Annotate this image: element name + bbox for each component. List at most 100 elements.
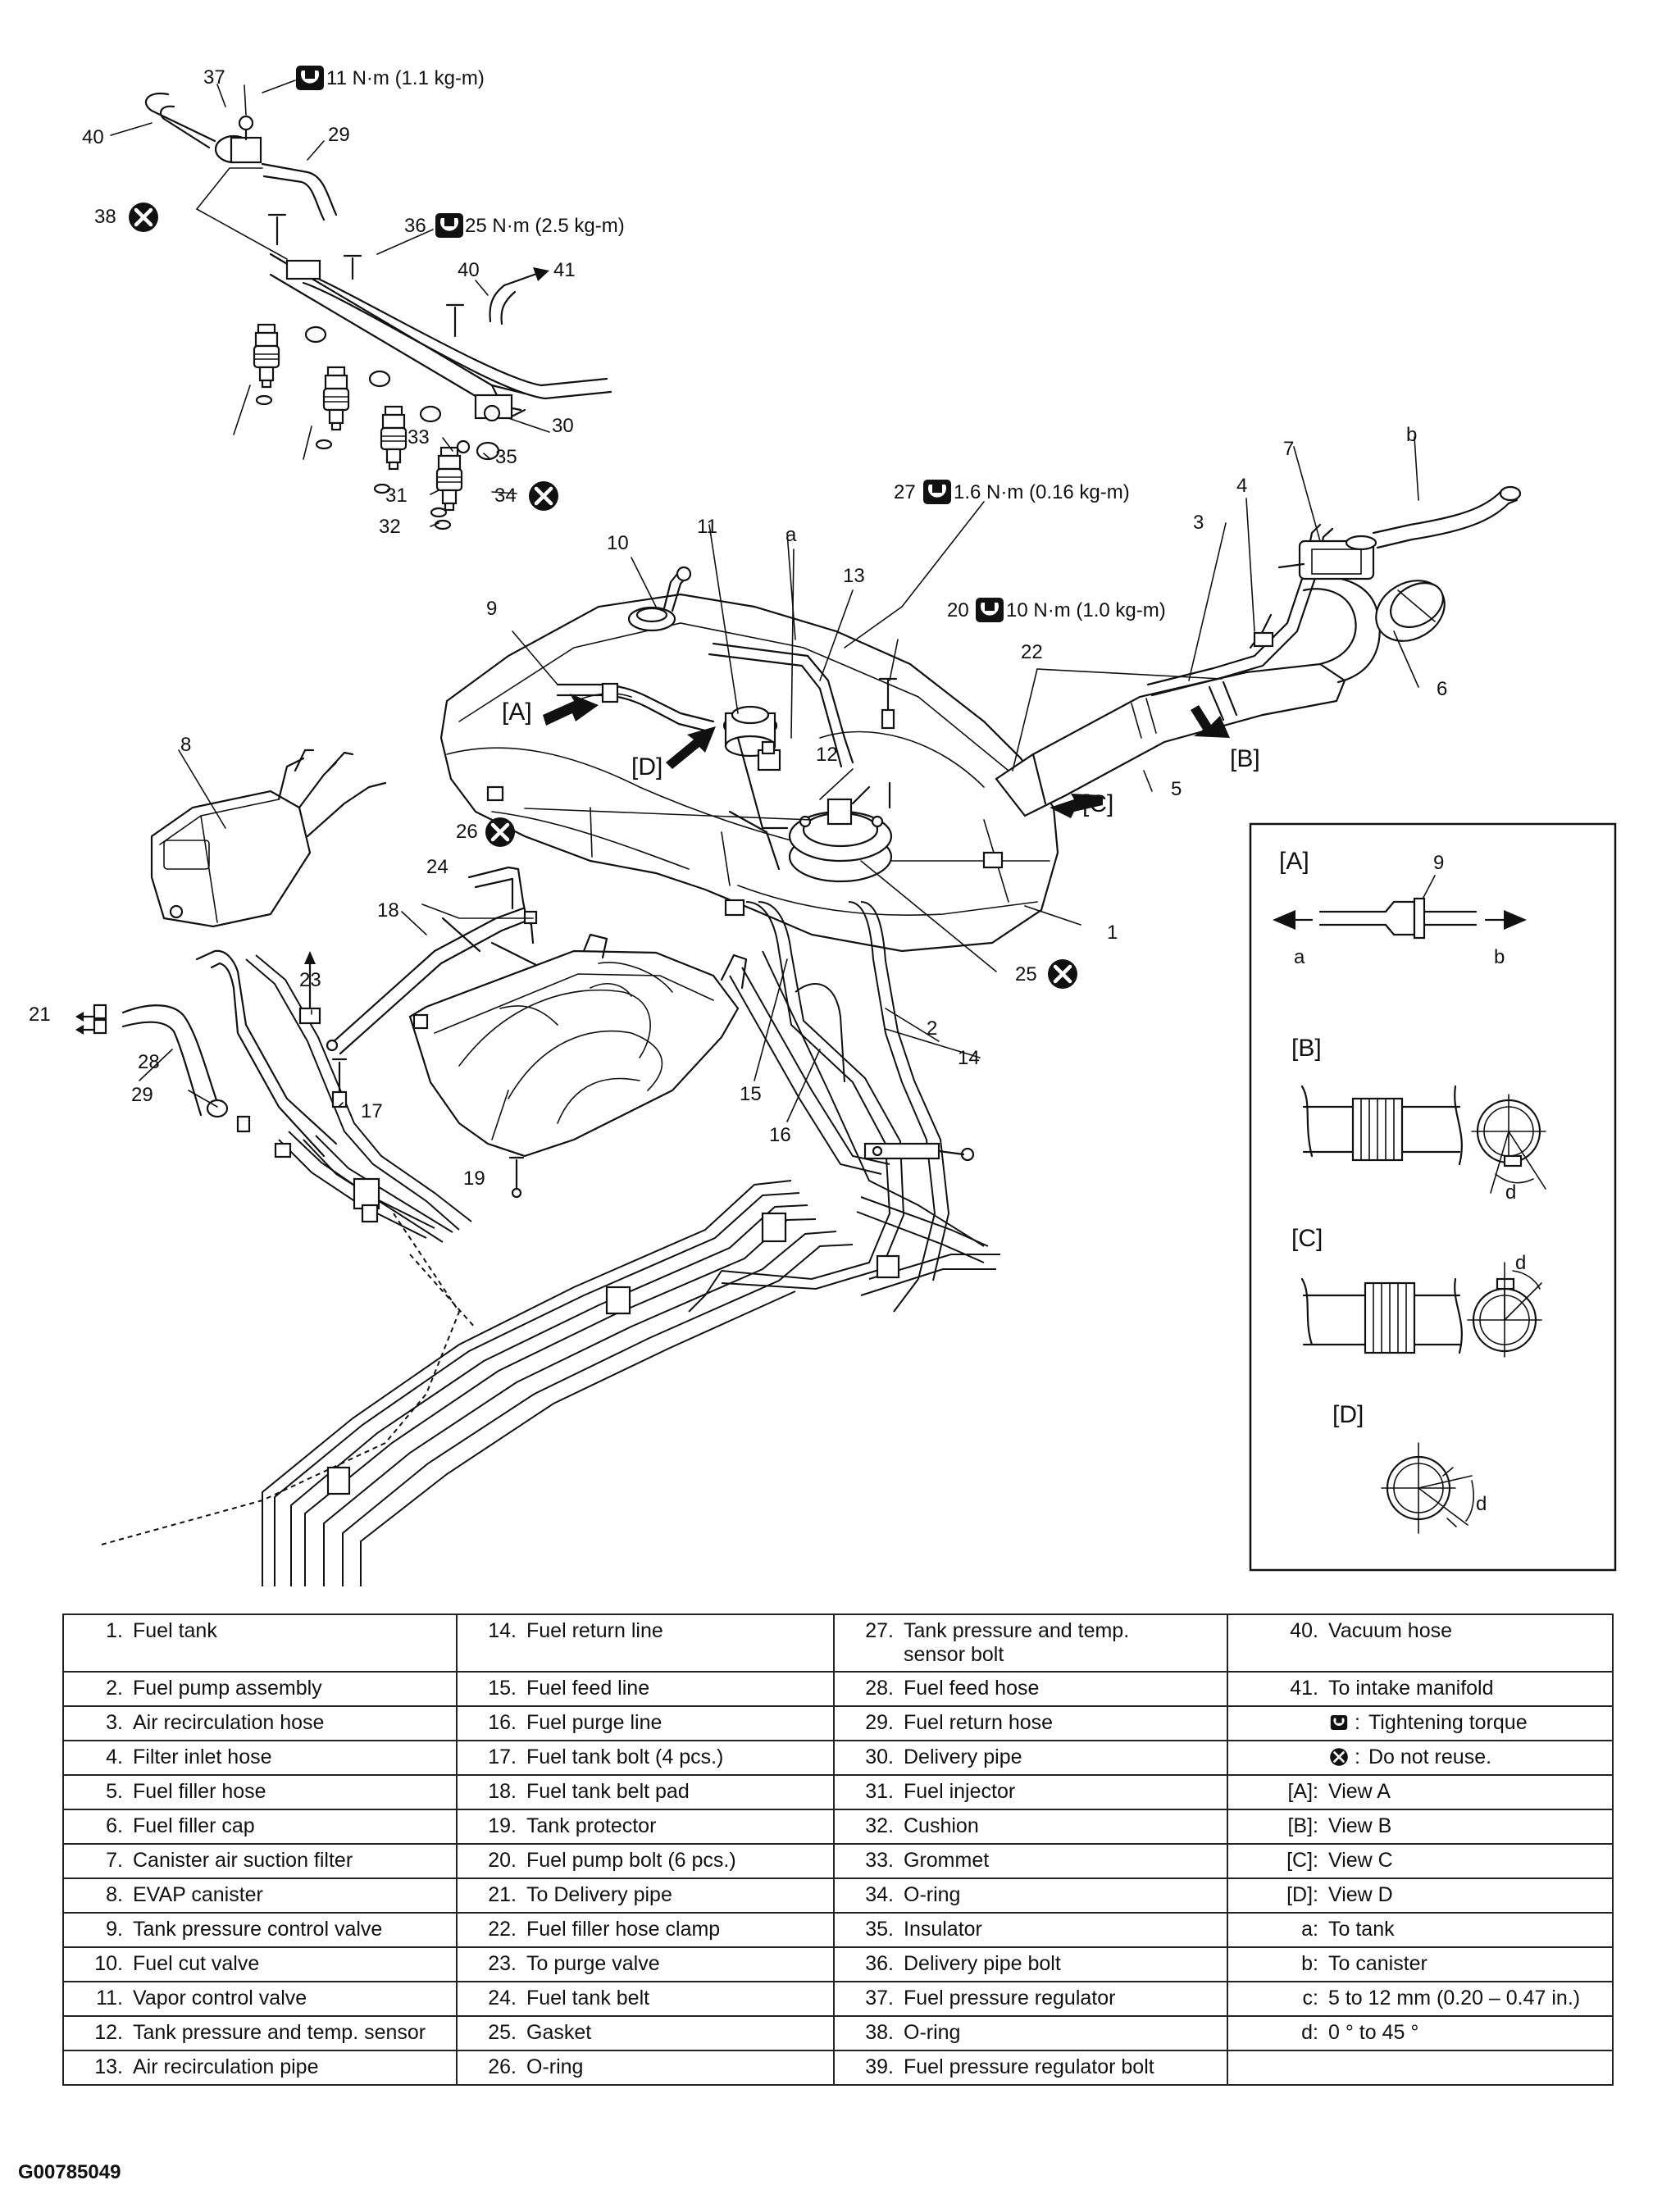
evap-canister bbox=[150, 749, 387, 928]
legend-cell: 28.Fuel feed hose bbox=[833, 1671, 1228, 1707]
fuel-injector-row bbox=[233, 323, 500, 530]
legend-cell: 40.Vacuum hose bbox=[1227, 1613, 1614, 1673]
legend-label: Fuel purge line bbox=[526, 1711, 663, 1734]
fuel-cut-valve bbox=[627, 566, 692, 632]
callout-30: 30 bbox=[552, 415, 574, 437]
legend-number: 25. bbox=[488, 2021, 517, 2044]
legend-label: Vapor control valve bbox=[133, 1987, 307, 2009]
torque-icon bbox=[435, 213, 463, 238]
callout-9: 9 bbox=[486, 598, 497, 620]
callout-35: 35 bbox=[495, 446, 517, 468]
legend-label: Filter inlet hose bbox=[133, 1745, 272, 1768]
legend-cell: 39.Fuel pressure regulator bolt bbox=[833, 2050, 1228, 2086]
legend-label: Tank pressure and temp. sensor bbox=[133, 2021, 426, 2044]
legend-number: 7. bbox=[106, 1849, 123, 1872]
fuel-pump-assembly bbox=[788, 781, 893, 883]
legend-cell: 13.Air recirculation pipe bbox=[62, 2050, 458, 2086]
diagram-code: G00785049 bbox=[18, 2161, 121, 2183]
legend-label: Fuel tank bolt (4 pcs.) bbox=[526, 1745, 724, 1768]
legend-number: d: bbox=[1301, 2021, 1318, 2044]
legend-symbol-colon: : bbox=[1355, 1745, 1360, 1768]
callout-22: 22 bbox=[1021, 641, 1043, 663]
legend-cell: d:0 ° to 45 ° bbox=[1227, 2015, 1614, 2051]
callout-1: 1 bbox=[1107, 922, 1118, 944]
callout-40-vacuum-hose: 40 bbox=[82, 126, 104, 148]
callout-12: 12 bbox=[816, 744, 838, 766]
legend-cell: 7.Canister air suction filter bbox=[62, 1843, 458, 1879]
tank-protector bbox=[408, 933, 748, 1199]
callout-28: 28 bbox=[138, 1051, 160, 1073]
do-not-reuse-icon bbox=[129, 203, 158, 232]
tank-pressure-control-valve bbox=[556, 682, 715, 734]
legend-number: 31. bbox=[865, 1780, 894, 1803]
legend-cell: 10.Fuel cut valve bbox=[62, 1946, 458, 1982]
legend-label: Fuel pressure regulator bbox=[904, 1987, 1116, 2009]
legend-label: Air recirculation pipe bbox=[133, 2055, 319, 2078]
legend-number: 37. bbox=[865, 1987, 894, 2009]
torque-spec-36: 25 N·m (2.5 kg-m) bbox=[465, 215, 625, 237]
torque-icon bbox=[296, 66, 324, 90]
legend-cell: 30.Delivery pipe bbox=[833, 1740, 1228, 1776]
callout-view-d: [D] bbox=[631, 753, 663, 781]
legend-label: Tank protector bbox=[526, 1814, 657, 1837]
do-not-reuse-icon bbox=[529, 481, 558, 511]
legend-cell: 14.Fuel return line bbox=[456, 1613, 835, 1673]
do-not-reuse-icon bbox=[1048, 959, 1077, 989]
callout-31: 31 bbox=[385, 485, 408, 507]
legend-label: Insulator bbox=[904, 1918, 982, 1941]
callout-21: 21 bbox=[29, 1004, 51, 1026]
legend-cell: 38.O-ring bbox=[833, 2015, 1228, 2051]
fuel-pressure-regulator bbox=[214, 115, 262, 164]
legend-number: 15. bbox=[488, 1677, 517, 1700]
legend-cell: 3.Air recirculation hose bbox=[62, 1705, 458, 1741]
legend-label: Air recirculation hose bbox=[133, 1711, 325, 1734]
legend-cell: [A]:View A bbox=[1227, 1774, 1614, 1810]
legend-label: To tank bbox=[1328, 1918, 1395, 1941]
legend-number: 41. bbox=[1290, 1677, 1318, 1700]
legend-cell: 8.EVAP canister bbox=[62, 1877, 458, 1914]
legend-label: Fuel filler hose clamp bbox=[526, 1918, 721, 1941]
legend-label: Grommet bbox=[904, 1849, 990, 1872]
legend-number: 29. bbox=[865, 1711, 894, 1734]
callout-5: 5 bbox=[1171, 778, 1182, 800]
legend-number: 5. bbox=[106, 1780, 123, 1803]
legend-number: 1. bbox=[106, 1619, 123, 1642]
legend-label: View D bbox=[1328, 1883, 1393, 1906]
callout-17: 17 bbox=[361, 1100, 383, 1122]
legend-cell: [D]:View D bbox=[1227, 1877, 1614, 1914]
callout-38: 38 bbox=[94, 206, 116, 228]
legend-label: Fuel pressure regulator bolt bbox=[904, 2055, 1154, 2078]
callout-41: 41 bbox=[553, 259, 576, 281]
fuel-system-exploded-diagram: 37 39 40 29 38 36 40 41 30 33 35 31 34 3… bbox=[29, 66, 1617, 1586]
legend-number: 27. bbox=[865, 1619, 894, 1642]
legend-row: 3.Air recirculation hose 16. Fuel purge li… bbox=[62, 1705, 1614, 1741]
legend-cell: 15.Fuel feed line bbox=[456, 1671, 835, 1707]
callout-13: 13 bbox=[843, 565, 865, 587]
legend-number: 8. bbox=[106, 1883, 123, 1906]
callout-view-a: [A] bbox=[502, 699, 532, 726]
legend-number: 16. bbox=[488, 1711, 517, 1734]
legend-cell: 34.O-ring bbox=[833, 1877, 1228, 1914]
legend-cell: 19.Tank protector bbox=[456, 1809, 835, 1845]
legend-number: 23. bbox=[488, 1952, 517, 1975]
callout-7: 7 bbox=[1283, 438, 1294, 460]
callout-33: 33 bbox=[408, 426, 430, 448]
view-b-angle-d: d bbox=[1505, 1181, 1516, 1204]
legend-number: 22. bbox=[488, 1918, 517, 1941]
callout-4: 4 bbox=[1236, 475, 1247, 497]
callout-11: 11 bbox=[697, 516, 717, 538]
delivery-pipe bbox=[269, 253, 612, 422]
torque-icon bbox=[923, 480, 951, 504]
legend-label: To intake manifold bbox=[1328, 1677, 1494, 1700]
legend-cell: 41. To intake manifold bbox=[1227, 1671, 1614, 1707]
callout-27: 27 bbox=[894, 481, 916, 503]
fuel-line-bundle bbox=[262, 901, 1000, 1586]
legend-label: Do not reuse. bbox=[1368, 1745, 1492, 1768]
legend-cell: 20.Fuel pump bolt (6 pcs.) bbox=[456, 1843, 835, 1879]
callout-14: 14 bbox=[958, 1047, 980, 1069]
legend-number: [C]: bbox=[1286, 1849, 1318, 1872]
callout-19: 19 bbox=[463, 1167, 485, 1190]
